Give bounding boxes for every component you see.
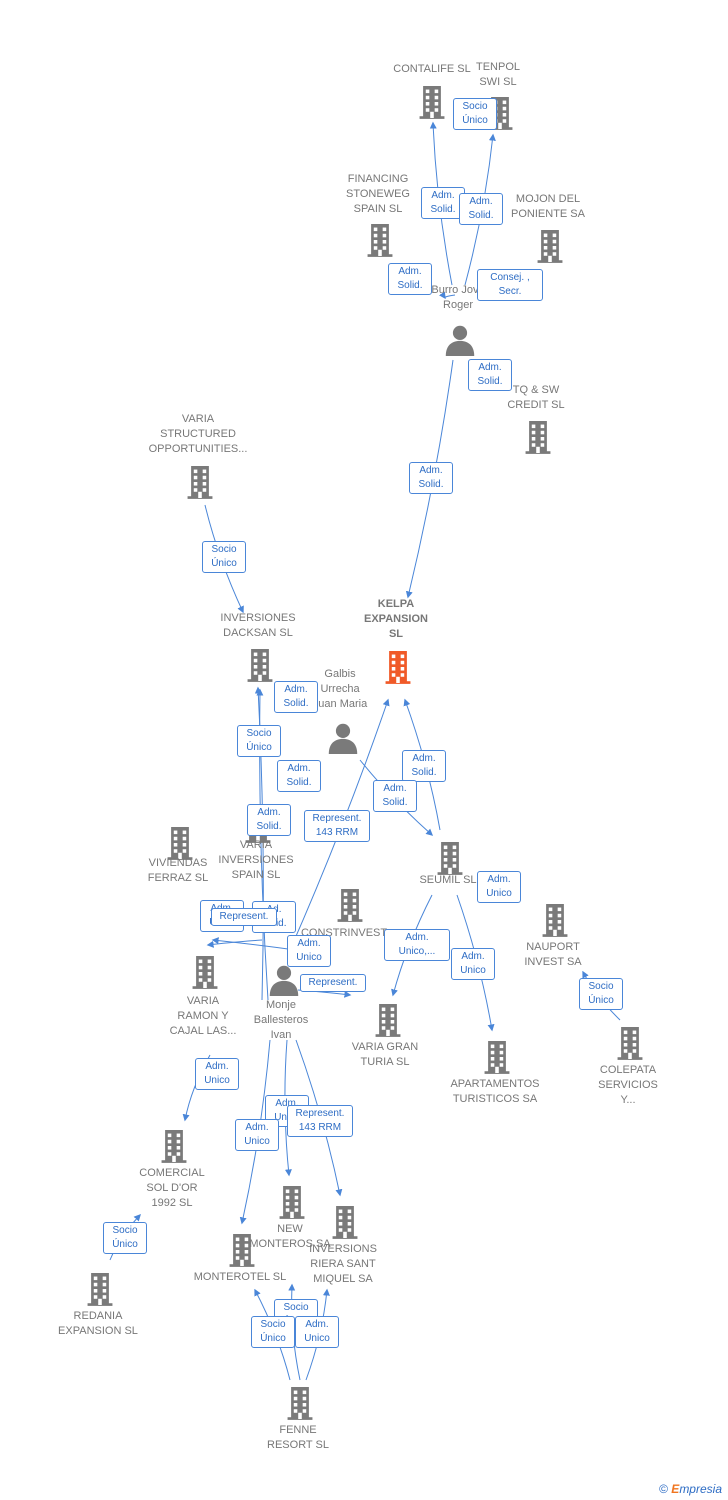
building-icon[interactable] xyxy=(287,1387,313,1420)
node-label-seumil[interactable]: SEUMIL SL xyxy=(419,874,477,886)
person-icon[interactable] xyxy=(328,723,358,754)
copyright-symbol: © xyxy=(659,1482,668,1496)
building-icon[interactable] xyxy=(617,1027,643,1060)
relation-badge[interactable]: Consej. ,Secr. xyxy=(477,269,543,301)
person-icon[interactable] xyxy=(269,965,299,996)
node-label-monterotel[interactable]: MONTEROTEL SL xyxy=(193,1271,287,1283)
footer: © Empresia xyxy=(659,1482,722,1496)
building-icon[interactable] xyxy=(187,466,213,499)
relation-badge[interactable]: Adm.Solid. xyxy=(388,263,432,295)
relation-badge[interactable]: Adm.Solid. xyxy=(402,750,446,782)
relation-badge[interactable]: Represent.143 RRM xyxy=(304,810,370,842)
building-icon[interactable] xyxy=(484,1041,510,1074)
building-icon[interactable] xyxy=(367,224,393,257)
relation-badge[interactable]: Adm.Unico,... xyxy=(384,929,450,961)
building-icon[interactable] xyxy=(525,421,551,454)
relation-badge[interactable]: Represent. xyxy=(211,908,277,926)
building-icon[interactable] xyxy=(337,889,363,922)
relation-badge[interactable]: Represent. xyxy=(300,974,366,992)
node-label-contalife[interactable]: CONTALIFE SL xyxy=(393,63,471,75)
relation-badge[interactable]: Adm.Solid. xyxy=(373,780,417,812)
brand-logo-text: mpresia xyxy=(679,1482,722,1496)
building-icon[interactable] xyxy=(192,956,218,989)
relation-badge[interactable]: Adm.Solid. xyxy=(274,681,318,713)
relation-badge[interactable]: Adm.Unico xyxy=(477,871,521,903)
relation-badge[interactable]: Adm.Unico xyxy=(235,1119,279,1151)
relation-badge[interactable]: Represent.143 RRM xyxy=(287,1105,353,1137)
relation-badge[interactable]: Adm.Solid. xyxy=(277,760,321,792)
relation-edge xyxy=(438,291,456,300)
building-icon[interactable] xyxy=(161,1130,187,1163)
relation-badge[interactable]: Adm.Unico xyxy=(295,1316,339,1348)
brand-logo-initial: E xyxy=(671,1482,680,1496)
relation-badge[interactable]: Adm.Unico xyxy=(287,935,331,967)
building-icon[interactable] xyxy=(375,1004,401,1037)
relation-badge[interactable]: Adm.Unico xyxy=(195,1058,239,1090)
person-icon[interactable] xyxy=(445,325,475,356)
building-icon[interactable] xyxy=(419,86,445,119)
building-icon[interactable] xyxy=(542,904,568,937)
building-icon[interactable] xyxy=(167,827,193,860)
building-icon[interactable] xyxy=(437,842,463,875)
relation-edge xyxy=(211,937,296,951)
building-icon[interactable] xyxy=(247,649,273,682)
relation-badge[interactable]: Adm.Solid. xyxy=(459,193,503,225)
relation-edge xyxy=(206,939,263,948)
building-icon[interactable] xyxy=(537,230,563,263)
relation-badge[interactable]: Adm.Unico xyxy=(451,948,495,980)
building-icon[interactable] xyxy=(87,1273,113,1306)
relation-badge[interactable]: Adm.Solid. xyxy=(247,804,291,836)
relation-badge[interactable]: Adm.Solid. xyxy=(468,359,512,391)
building-icon[interactable] xyxy=(279,1186,305,1219)
relation-badge[interactable]: Adm.Solid. xyxy=(409,462,453,494)
